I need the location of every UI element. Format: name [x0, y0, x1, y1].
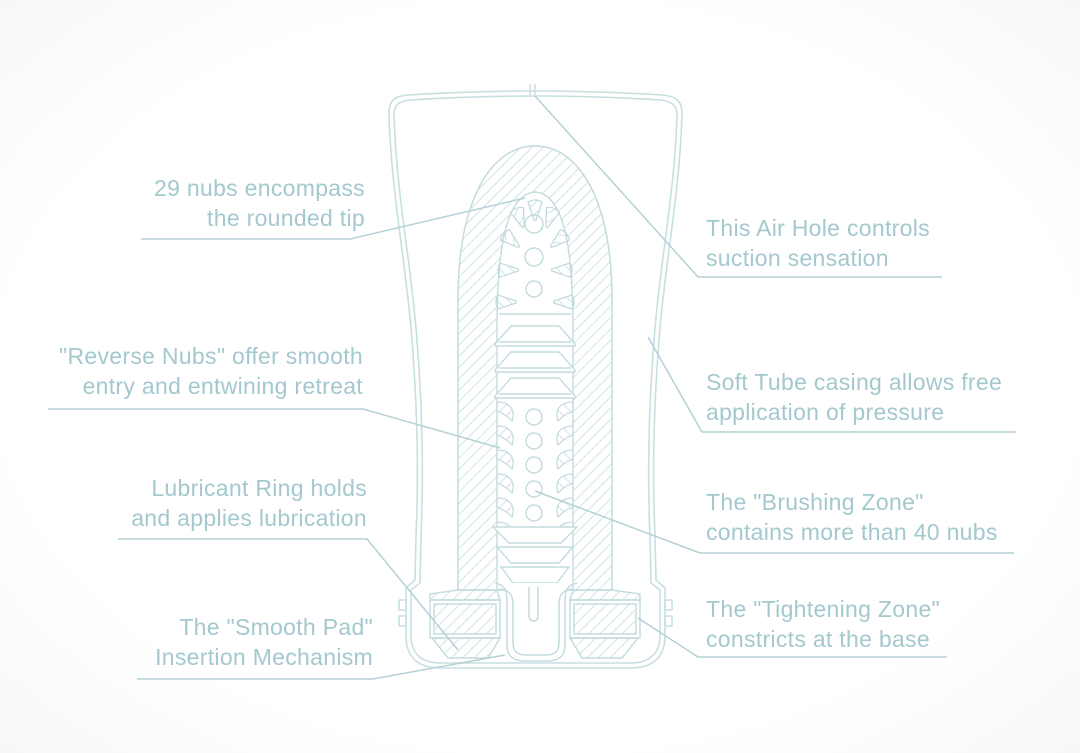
reverse-nubs: [494, 313, 576, 399]
tightening-zone: [491, 526, 579, 584]
base-clip: [664, 599, 673, 611]
leader-smooth-pad: [137, 654, 506, 680]
leader-reverse-nubs: [48, 408, 501, 449]
leader-soft-tube: [647, 336, 1016, 433]
soft-tube-casing-outline: [388, 90, 683, 669]
air-hole: [529, 84, 536, 97]
tip-nubs: [495, 199, 575, 310]
base-clip: [398, 615, 407, 627]
label-soft-tube: Soft Tube casing allows free application…: [706, 369, 1003, 425]
base-clip: [398, 599, 407, 611]
base-clip: [664, 615, 673, 627]
label-lubricant-ring: Lubricant Ring holds and applies lubrica…: [131, 475, 367, 531]
smooth-pad: [494, 582, 578, 662]
insertion-slit: [528, 587, 539, 622]
leader-lines: [48, 95, 1016, 680]
brushing-zone-holes: [525, 408, 543, 522]
label-tightening-zone: The "Tightening Zone" constricts at the …: [706, 596, 941, 652]
leader-lubricant-ring: [118, 538, 459, 651]
tip-air-holes: [524, 214, 544, 298]
label-smooth-pad: The "Smooth Pad" Insertion Mechanism: [155, 614, 373, 670]
label-air-hole: This Air Hole controls suction sensation: [706, 215, 930, 271]
leader-nubs-tip: [141, 197, 526, 240]
label-reverse-nubs: "Reverse Nubs" offer smooth entry and en…: [59, 343, 363, 399]
leader-tightening-zone: [637, 617, 947, 658]
label-brushing-zone: The "Brushing Zone" contains more than 4…: [706, 489, 998, 545]
leader-air-hole: [534, 95, 942, 278]
leader-brushing-zone: [534, 490, 1014, 554]
label-nubs-tip: 29 nubs encompass the rounded tip: [154, 175, 365, 231]
lubricant-ring: [429, 589, 641, 659]
